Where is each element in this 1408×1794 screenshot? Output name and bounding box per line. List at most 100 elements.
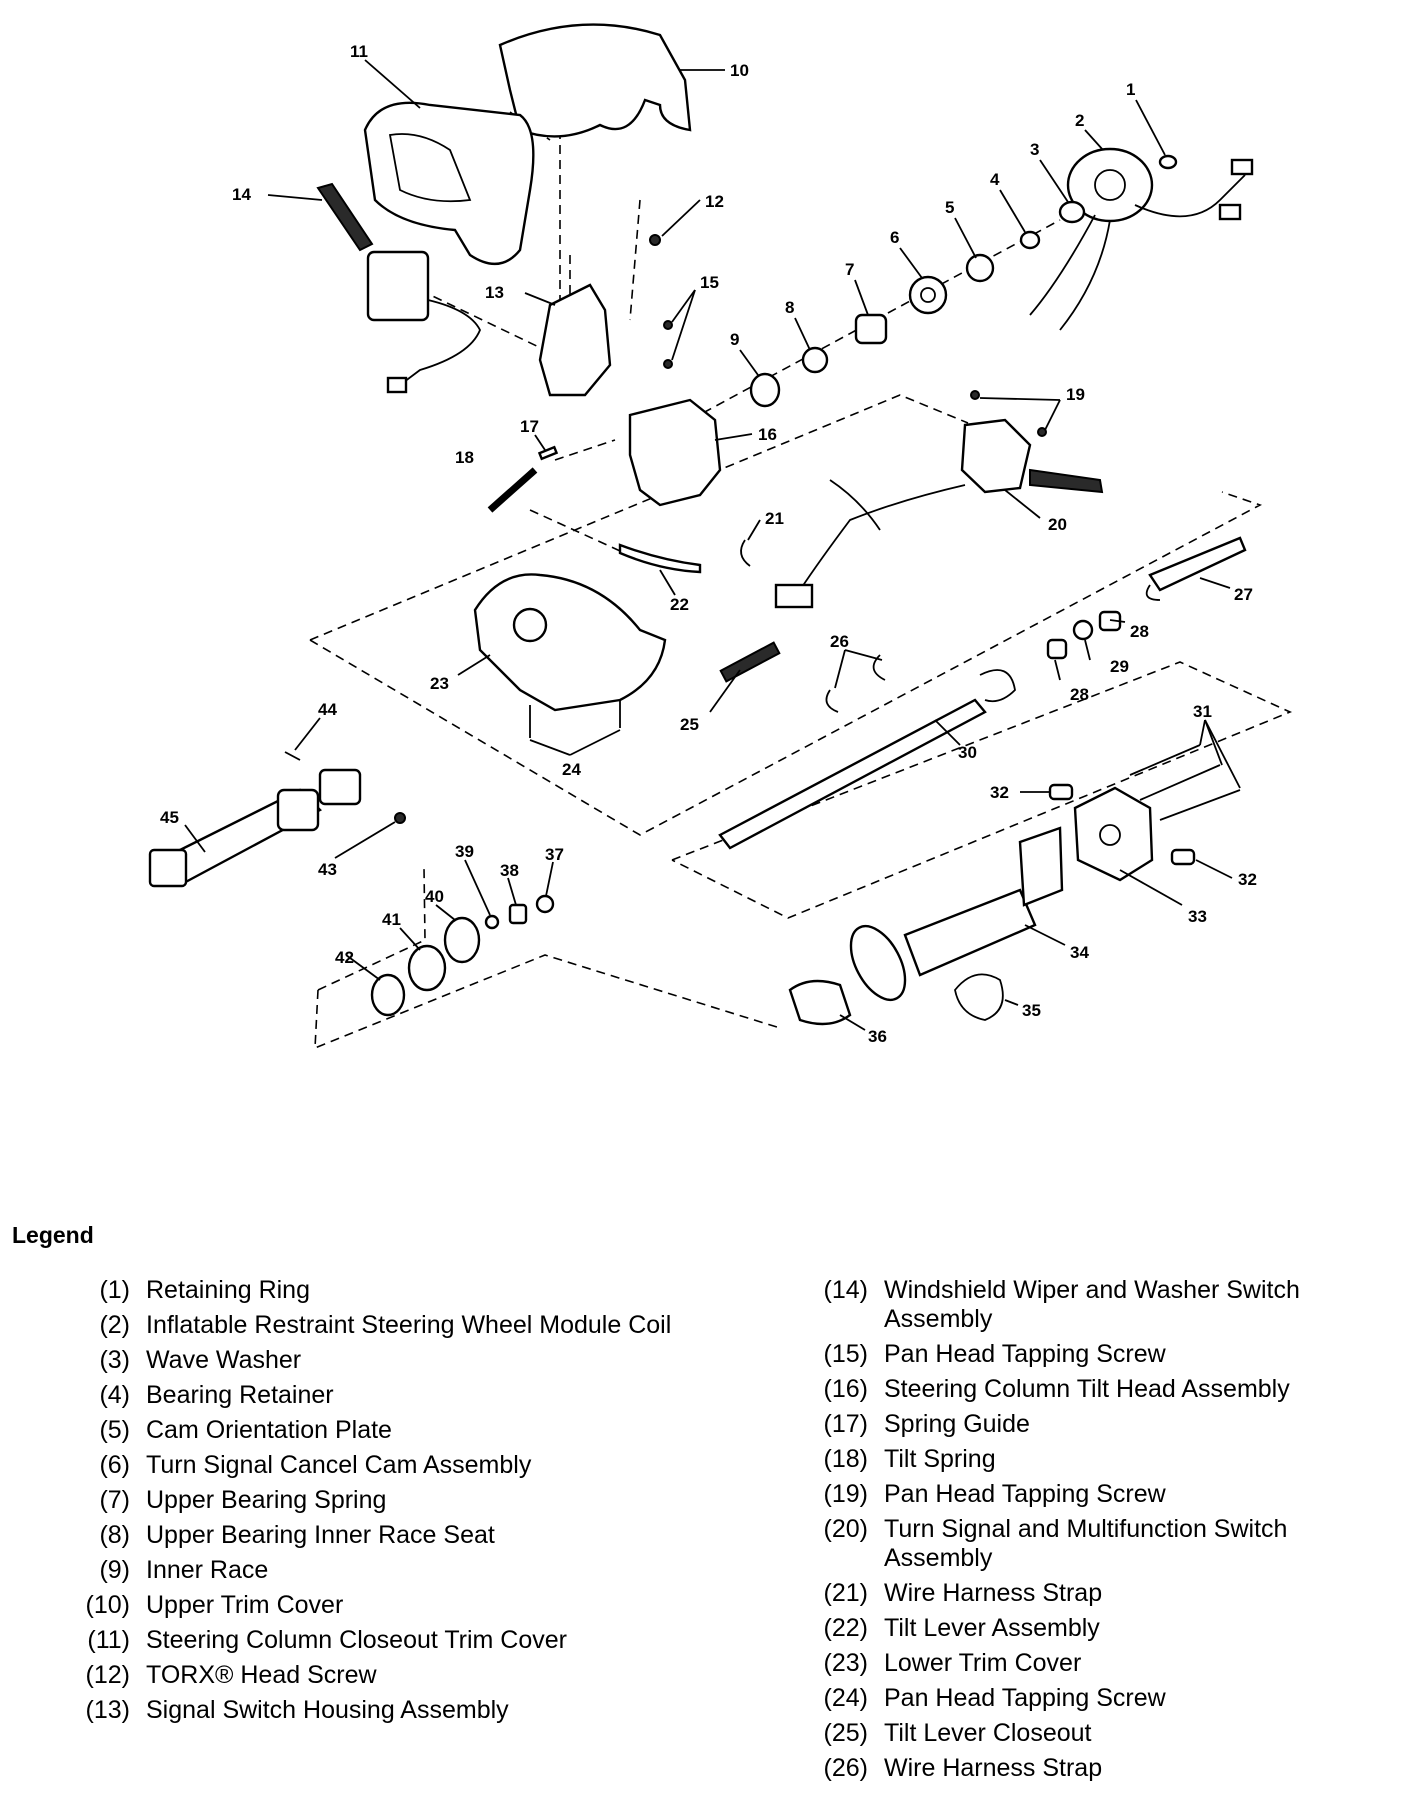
legend-item: (1)Retaining Ring xyxy=(56,1276,776,1305)
legend-item-number: (20) xyxy=(823,1515,868,1543)
callout-29: 29 xyxy=(1110,657,1129,676)
callout-18: 18 xyxy=(455,448,474,467)
legend-item-number: (9) xyxy=(99,1556,130,1584)
callout-16: 16 xyxy=(758,425,777,444)
legend-item-text: Steering Column Tilt Head Assembly xyxy=(884,1375,1290,1403)
legend-item-number: (18) xyxy=(823,1445,868,1473)
callout-25: 25 xyxy=(680,715,699,734)
callout-12: 12 xyxy=(705,192,724,211)
legend-item: (8) Upper Bearing Inner Race Seat xyxy=(56,1521,776,1550)
legend-item-number: (8) xyxy=(99,1521,130,1549)
legend-item-text: Lower Trim Cover xyxy=(884,1649,1082,1677)
legend-item: (5) Cam Orientation Plate xyxy=(56,1416,776,1445)
legend-item-text: Retaining Ring xyxy=(146,1276,310,1304)
legend-item-number: (19) xyxy=(823,1480,868,1508)
legend-item: (18) Tilt Spring xyxy=(794,1445,1394,1474)
legend-item-text: Upper Bearing Inner Race Seat xyxy=(146,1521,495,1549)
legend-item-number: (15) xyxy=(823,1340,868,1368)
legend-left-column: (1)Retaining Ring (2)Inflatable Restraint… xyxy=(56,1276,776,1731)
callout-24: 24 xyxy=(562,760,581,779)
legend-item: (22)Tilt Lever Assembly xyxy=(794,1614,1394,1643)
legend-item-text: Spring Guide xyxy=(884,1410,1030,1438)
legend-item-number: (25) xyxy=(823,1719,868,1747)
legend-item-number: (24) xyxy=(823,1684,868,1712)
wiper-switch-body xyxy=(366,250,430,322)
callout-43: 43 xyxy=(318,860,337,879)
callout-31: 31 xyxy=(1193,702,1212,721)
callout-17: 17 xyxy=(520,417,539,436)
callout-3: 3 xyxy=(1030,140,1039,159)
parts xyxy=(148,23,1254,1026)
callout-20: 20 xyxy=(1048,515,1067,534)
callout-37: 37 xyxy=(545,845,564,864)
legend-item: (19) Pan Head Tapping Screw xyxy=(794,1480,1394,1509)
legend-item-text: TORX® Head Screw xyxy=(146,1661,377,1689)
callout-22: 22 xyxy=(670,595,689,614)
callout-21: 21 xyxy=(765,509,784,528)
callout-28b: 28 xyxy=(1070,685,1089,704)
legend-item-text: Signal Switch Housing Assembly xyxy=(146,1696,509,1724)
legend-item-number: (14) xyxy=(823,1276,868,1304)
legend-item: (17)Spring Guide xyxy=(794,1410,1394,1439)
legend-item-text: Tilt Lever Closeout xyxy=(884,1719,1092,1747)
legend-item-number: (21) xyxy=(823,1579,868,1607)
steering-shaft xyxy=(718,698,987,850)
legend-item-number: (13) xyxy=(85,1696,130,1724)
legend-item: (6) Turn Signal Cancel Cam Assembly xyxy=(56,1451,776,1480)
legend-title: Legend xyxy=(12,1222,94,1248)
legend-item: (12) TORX® Head Screw xyxy=(56,1661,776,1690)
turn-signal-cancel-cam xyxy=(908,275,948,315)
legend-item-number: (6) xyxy=(99,1451,130,1479)
legend-item-text: Turn Signal Cancel Cam Assembly xyxy=(146,1451,532,1479)
callout-13: 13 xyxy=(485,283,504,302)
callout-36: 36 xyxy=(868,1027,887,1046)
legend-item-text: Turn Signal and Multifunction Switch Ass… xyxy=(884,1515,1288,1572)
callout-40: 40 xyxy=(425,887,444,906)
legend-item-number: (10) xyxy=(85,1591,130,1619)
legend-item: (21) Wire Harness Strap xyxy=(794,1579,1394,1608)
legend-item-text: Wire Harness Strap xyxy=(884,1579,1103,1607)
legend-item-text: Cam Orientation Plate xyxy=(146,1416,392,1444)
callout-28a: 28 xyxy=(1130,622,1149,641)
legend-item: (2)Inflatable Restraint Steering Wheel M… xyxy=(56,1311,776,1340)
legend-item: (10) Upper Trim Cover xyxy=(56,1591,776,1620)
lower-trim-cover xyxy=(473,573,667,712)
legend-item-text: Steering Column Closeout Trim Cover xyxy=(146,1626,567,1654)
legend-item: (14)Windshield Wiper and Washer Switch A… xyxy=(794,1276,1394,1334)
legend-item-text: Tilt Spring xyxy=(884,1445,996,1473)
callout-11: 11 xyxy=(350,42,368,61)
legend-item: (20) Turn Signal and Multifunction Switch… xyxy=(794,1515,1394,1573)
callout-19: 19 xyxy=(1066,385,1085,404)
callout-10: 10 xyxy=(730,61,749,80)
callout-7: 7 xyxy=(845,260,854,279)
callout-38: 38 xyxy=(500,861,519,880)
legend-item-text: Bearing Retainer xyxy=(146,1381,334,1409)
legend-item-text: Pan Head Tapping Screw xyxy=(884,1480,1166,1508)
legend-item: (26) Wire Harness Strap xyxy=(794,1754,1394,1783)
callout-14: 14 xyxy=(232,185,251,204)
legend-item-number: (16) xyxy=(823,1375,868,1403)
callout-44: 44 xyxy=(318,700,337,719)
callout-34: 34 xyxy=(1070,943,1089,962)
multifunction-switch xyxy=(960,418,1032,494)
legend-item-text: Upper Bearing Spring xyxy=(146,1486,387,1514)
part-number-labels: 1 2 3 4 5 6 7 8 9 10 11 12 13 14 15 16 1… xyxy=(160,42,1257,1046)
column-jacket xyxy=(903,888,1037,977)
legend-item-number: (26) xyxy=(823,1754,868,1782)
legend-item-number: (11) xyxy=(87,1626,130,1654)
tilt-head-assembly xyxy=(628,398,722,507)
legend-item: (9)Inner Race xyxy=(56,1556,776,1585)
callout-26: 26 xyxy=(830,632,849,651)
legend-item-text: Pan Head Tapping Screw xyxy=(884,1340,1166,1368)
legend-item: (7)Upper Bearing Spring xyxy=(56,1486,776,1515)
legend-item: (3)Wave Washer xyxy=(56,1346,776,1375)
callout-15: 15 xyxy=(700,273,719,292)
legend-item-number: (5) xyxy=(99,1416,130,1444)
legend-item-text: Wire Harness Strap xyxy=(884,1754,1103,1782)
legend-item-number: (12) xyxy=(85,1661,130,1689)
legend-right-column: (14)Windshield Wiper and Washer Switch A… xyxy=(794,1276,1394,1789)
legend-item-text: Upper Trim Cover xyxy=(146,1591,344,1619)
upper-trim-cover xyxy=(498,23,692,138)
callout-6: 6 xyxy=(890,228,899,247)
legend-item: (16) Steering Column Tilt Head Assembly xyxy=(794,1375,1394,1404)
